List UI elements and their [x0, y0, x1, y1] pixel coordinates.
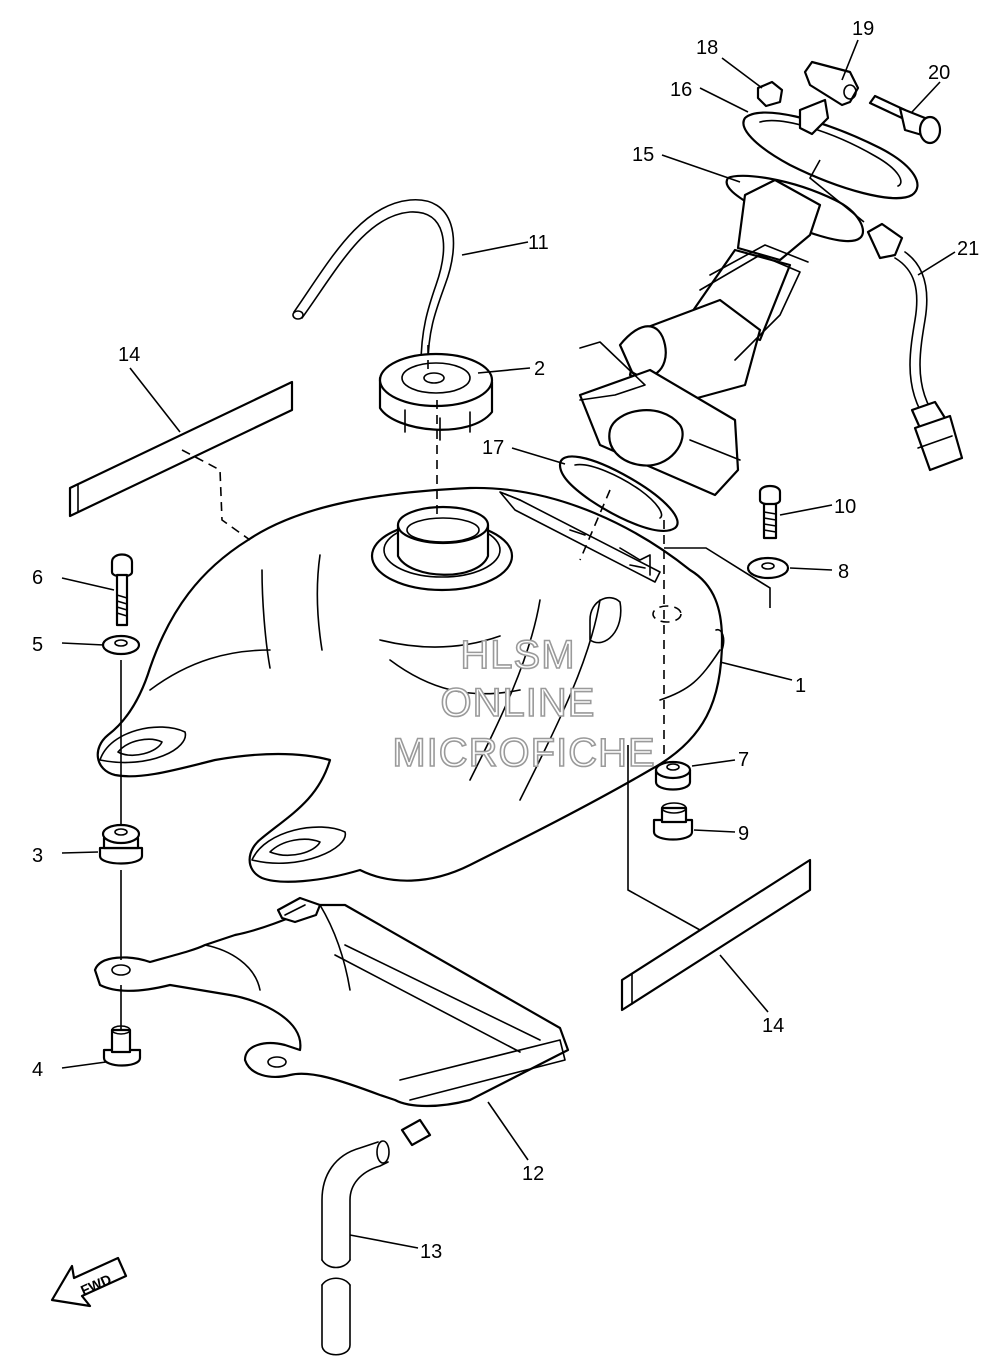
part-21-fuel-hose: [866, 222, 964, 472]
part-2-fuel-cap: [378, 352, 494, 441]
part-3-grommet: [98, 823, 144, 865]
part-14-pad-lower: [620, 858, 812, 1012]
part-15-fuel-pump: [578, 174, 865, 497]
callout-7: 7: [738, 749, 749, 771]
part-12-bracket: [93, 896, 570, 1108]
part-6-bolt: [110, 553, 134, 627]
callout-1: 1: [795, 675, 806, 697]
callout-9: 9: [738, 823, 749, 845]
callout-14-lower: 14: [762, 1015, 784, 1037]
callout-20: 20: [928, 62, 950, 84]
callout-8: 8: [838, 561, 849, 583]
callout-19: 19: [852, 18, 874, 40]
fwd-arrow-icon: FWD: [50, 1256, 128, 1308]
part-9-collar: [652, 802, 694, 841]
callout-21: 21: [957, 238, 979, 260]
callout-17: 17: [482, 437, 504, 459]
part-7-grommet: [654, 760, 692, 791]
callout-12: 12: [522, 1163, 544, 1185]
part-8-washer: [746, 556, 790, 580]
reference-lines: [120, 159, 865, 1030]
callout-10: 10: [834, 496, 856, 518]
part-19-connector: [803, 60, 860, 107]
callout-numbers: 1 2 3 4 5 6 7 8 9 10 11 12 13 14 14 15 1…: [32, 18, 979, 1263]
part-14-pad-upper: [68, 380, 294, 518]
callout-18: 18: [696, 37, 718, 59]
part-11-breather-hose: [292, 199, 455, 366]
watermark-line-2: ONLINE: [441, 681, 596, 725]
callout-14-upper: 14: [118, 344, 140, 366]
callout-6: 6: [32, 567, 43, 589]
callout-4: 4: [32, 1059, 43, 1081]
callout-leaders: [61, 39, 956, 1249]
callout-3: 3: [32, 845, 43, 867]
part-13-drain-hose: [321, 1118, 432, 1356]
watermark-line-1: HLSM: [460, 633, 575, 677]
watermark: HLSM ONLINE MICROFICHE: [392, 632, 656, 776]
callout-15: 15: [632, 144, 654, 166]
callout-5: 5: [32, 634, 43, 656]
part-16-pump-plate: [742, 98, 919, 200]
part-18-nut: [756, 80, 784, 108]
part-1-fuel-tank: [96, 486, 725, 883]
callout-11: 11: [528, 232, 549, 254]
part-17-gasket: [558, 455, 679, 532]
callout-16: 16: [670, 79, 692, 101]
part-20-bolt: [868, 94, 942, 145]
part-5-washer: [101, 634, 141, 656]
callout-2: 2: [534, 358, 545, 380]
part-10-bolt: [758, 484, 782, 540]
watermark-line-3: MICROFICHE: [392, 731, 655, 775]
callout-13: 13: [420, 1241, 442, 1263]
part-4-collar: [102, 1025, 142, 1067]
